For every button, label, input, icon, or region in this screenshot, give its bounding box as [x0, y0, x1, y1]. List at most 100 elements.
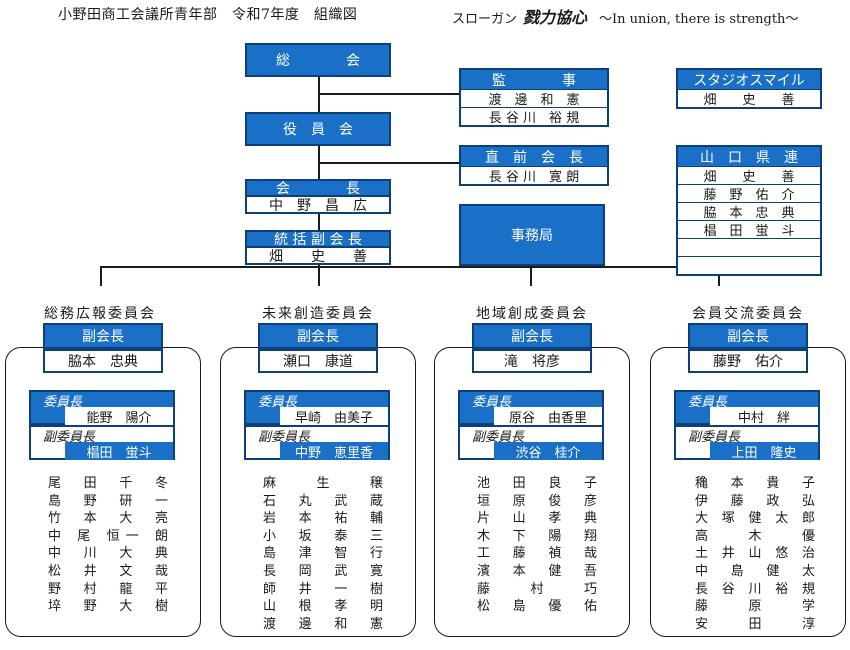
member: 中 川 大 典 [48, 546, 168, 562]
committee-1-vice-name: 脇本 忠典 [43, 349, 163, 373]
committee-3-chair-block: 委員長 原谷 由香里 副委員長 渋谷 桂介 [458, 390, 604, 461]
sokai-box: 総 会 [245, 43, 391, 77]
kenren-label: 山 口 県 連 [678, 147, 820, 167]
committee-4-members: 穐 本 貴 子 伊 藤 政 弘 大 塚 健 太 郎 高 木 優 土 井 山 悠 … [695, 475, 815, 633]
member: 長 谷 川 裕 規 [695, 581, 815, 597]
member: 師 井 一 樹 [263, 581, 383, 597]
committee-4-subchair-name: 上田 隆史 [710, 442, 818, 461]
kaicho-name: 中 野 昌 広 [245, 195, 391, 214]
zenkaicho-table: 直 前 会 長 長 谷 川 寛 朗 [459, 145, 609, 186]
member: 大 塚 健 太 郎 [695, 511, 815, 527]
zenkaicho-connector [319, 162, 459, 164]
committee-2-chair-label: 委員長 [258, 395, 298, 410]
committee-bus [100, 266, 720, 268]
kanji-connector [319, 93, 459, 95]
drop-line-2 [318, 266, 320, 286]
member: 竹 本 大 亮 [48, 511, 168, 527]
studio-name: 畑 史 善 [703, 93, 795, 108]
kenren-name-3: 脇 本 忠 典 [678, 203, 820, 221]
slogan-label: スローガン [452, 12, 518, 27]
member: 垣 原 俊 彦 [477, 493, 597, 509]
kanji-table: 監 事 渡 邊 和 憲 長 谷 川 裕 規 [459, 68, 609, 127]
member: 渡 邊 和 憲 [263, 616, 383, 632]
member: 島 野 研 一 [48, 493, 168, 509]
member: 片 山 孝 典 [477, 511, 597, 527]
committee-3-chair-name: 原谷 由香里 [494, 407, 602, 426]
committee-2-members: 麻 生 穣 石 丸 武 蔵 岩 本 祐 輔 小 坂 泰 三 島 津 智 行 長 … [263, 475, 383, 633]
committee-4-chair-block: 委員長 中村 絆 副委員長 上田 隆史 [674, 390, 820, 461]
member: 高 木 優 [695, 528, 815, 544]
committee-2-vice-name: 瀬口 康道 [258, 349, 378, 373]
member: 池 田 良 子 [477, 476, 597, 491]
studio-label: スタジオスマイル [678, 70, 820, 90]
committee-4-name: 会員交流委員会 [692, 306, 804, 322]
tokatsu-name: 畑 史 善 [245, 246, 391, 265]
member: 島 津 智 行 [263, 546, 383, 562]
slogan: スローガン戮力協心 ～In union, there is strength～ [452, 4, 798, 28]
kenren-blank-row [678, 257, 820, 274]
member: 埣 野 大 樹 [48, 599, 168, 615]
member: 伊 藤 政 弘 [695, 493, 815, 509]
committee-3-subchair-name: 渋谷 桂介 [494, 442, 602, 461]
drop-line-1 [100, 266, 102, 286]
zenkaicho-name: 長 谷 川 寛 朗 [488, 170, 580, 185]
committee-3-subchair-label: 副委員長 [472, 430, 525, 445]
committee-1-subchair-label: 副委員長 [43, 430, 96, 445]
committee-4-subchair-label: 副委員長 [688, 430, 741, 445]
member: 藤 村 巧 [477, 581, 597, 597]
kanji-name-2: 長 谷 川 裕 規 [488, 111, 580, 126]
member: 山 根 孝 明 [263, 599, 383, 615]
member: 尾 田 千 冬 [48, 476, 168, 491]
committee-2-subchair-name: 中野 恵里香 [280, 442, 388, 461]
member: 工 藤 禎 哉 [477, 546, 597, 562]
zenkaicho-label: 直 前 会 長 [461, 147, 607, 167]
committee-4-chair-name: 中村 絆 [710, 407, 818, 426]
member: 小 坂 泰 三 [263, 528, 383, 544]
studio-table: スタジオスマイル 畑 史 善 [676, 68, 822, 109]
committee-4-vice-name: 藤野 佑介 [688, 349, 808, 373]
committee-2-vice-label: 副会長 [258, 323, 378, 349]
drop-line-3 [530, 266, 532, 286]
tokatsu-label: 統 括 副 会 長 [245, 230, 391, 248]
slogan-main: 戮力協心 [523, 8, 588, 27]
member: 木 下 陽 翔 [477, 528, 597, 544]
committee-4-vice-label: 副会長 [688, 323, 808, 349]
committee-1-chair-name: 能野 陽介 [65, 407, 173, 426]
drop-line-4 [718, 266, 720, 286]
committee-1-vice-label: 副会長 [43, 323, 163, 349]
member: 松 島 優 佑 [477, 599, 597, 615]
committee-1-chair-block: 委員長 能野 陽介 副委員長 椙田 蛍斗 [29, 390, 175, 461]
committee-3-vice-name: 滝 将彦 [472, 349, 592, 373]
member: 松 井 文 哉 [48, 563, 168, 579]
committee-1-subchair-name: 椙田 蛍斗 [65, 442, 173, 461]
committee-2-chair-name: 早崎 由美子 [280, 407, 388, 426]
committee-3-members: 池 田 良 子 垣 原 俊 彦 片 山 孝 典 木 下 陽 翔 工 藤 禎 哉 … [477, 475, 597, 616]
yakuinkai-box: 役 員 会 [245, 112, 391, 146]
kenren-name-2: 藤 野 佑 介 [678, 185, 820, 203]
member: 野 村 龍 平 [48, 581, 168, 597]
member: 濱 本 健 吾 [477, 563, 597, 579]
page-title: 小野田商工会議所青年部 令和7年度 組織図 [58, 7, 358, 23]
member: 穐 本 貴 子 [695, 476, 815, 491]
member: 土 井 山 悠 治 [695, 546, 815, 562]
kenren-name-5 [678, 239, 820, 257]
trunk-line [318, 76, 320, 268]
committee-3-chair-label: 委員長 [472, 395, 512, 410]
kanji-label: 監 事 [461, 70, 607, 90]
committee-1-name: 総務広報委員会 [44, 306, 156, 322]
member: 藤 原 学 [695, 599, 815, 615]
kenren-table: 山 口 県 連 畑 史 善 藤 野 佑 介 脇 本 忠 典 椙 田 蛍 斗 [676, 145, 822, 276]
member: 岩 本 祐 輔 [263, 511, 383, 527]
committee-3-name: 地域創成委員会 [476, 306, 588, 322]
kenren-name-4: 椙 田 蛍 斗 [678, 221, 820, 239]
member: 中 尾 恒一 朗 [48, 528, 168, 544]
member: 長 岡 武 寛 [263, 563, 383, 579]
member: 麻 生 穣 [263, 476, 383, 491]
committee-2-subchair-label: 副委員長 [258, 430, 311, 445]
committee-1-members: 尾 田 千 冬 島 野 研 一 竹 本 大 亮 中 尾 恒一 朗 中 川 大 典… [48, 475, 168, 616]
slogan-english: ～In union, there is strength～ [599, 12, 799, 27]
committee-4-chair-label: 委員長 [688, 395, 728, 410]
committee-2-name: 未来創造委員会 [262, 306, 374, 322]
kanji-name-1: 渡 邊 和 憲 [461, 90, 607, 108]
committee-2-chair-block: 委員長 早崎 由美子 副委員長 中野 恵里香 [244, 390, 390, 461]
